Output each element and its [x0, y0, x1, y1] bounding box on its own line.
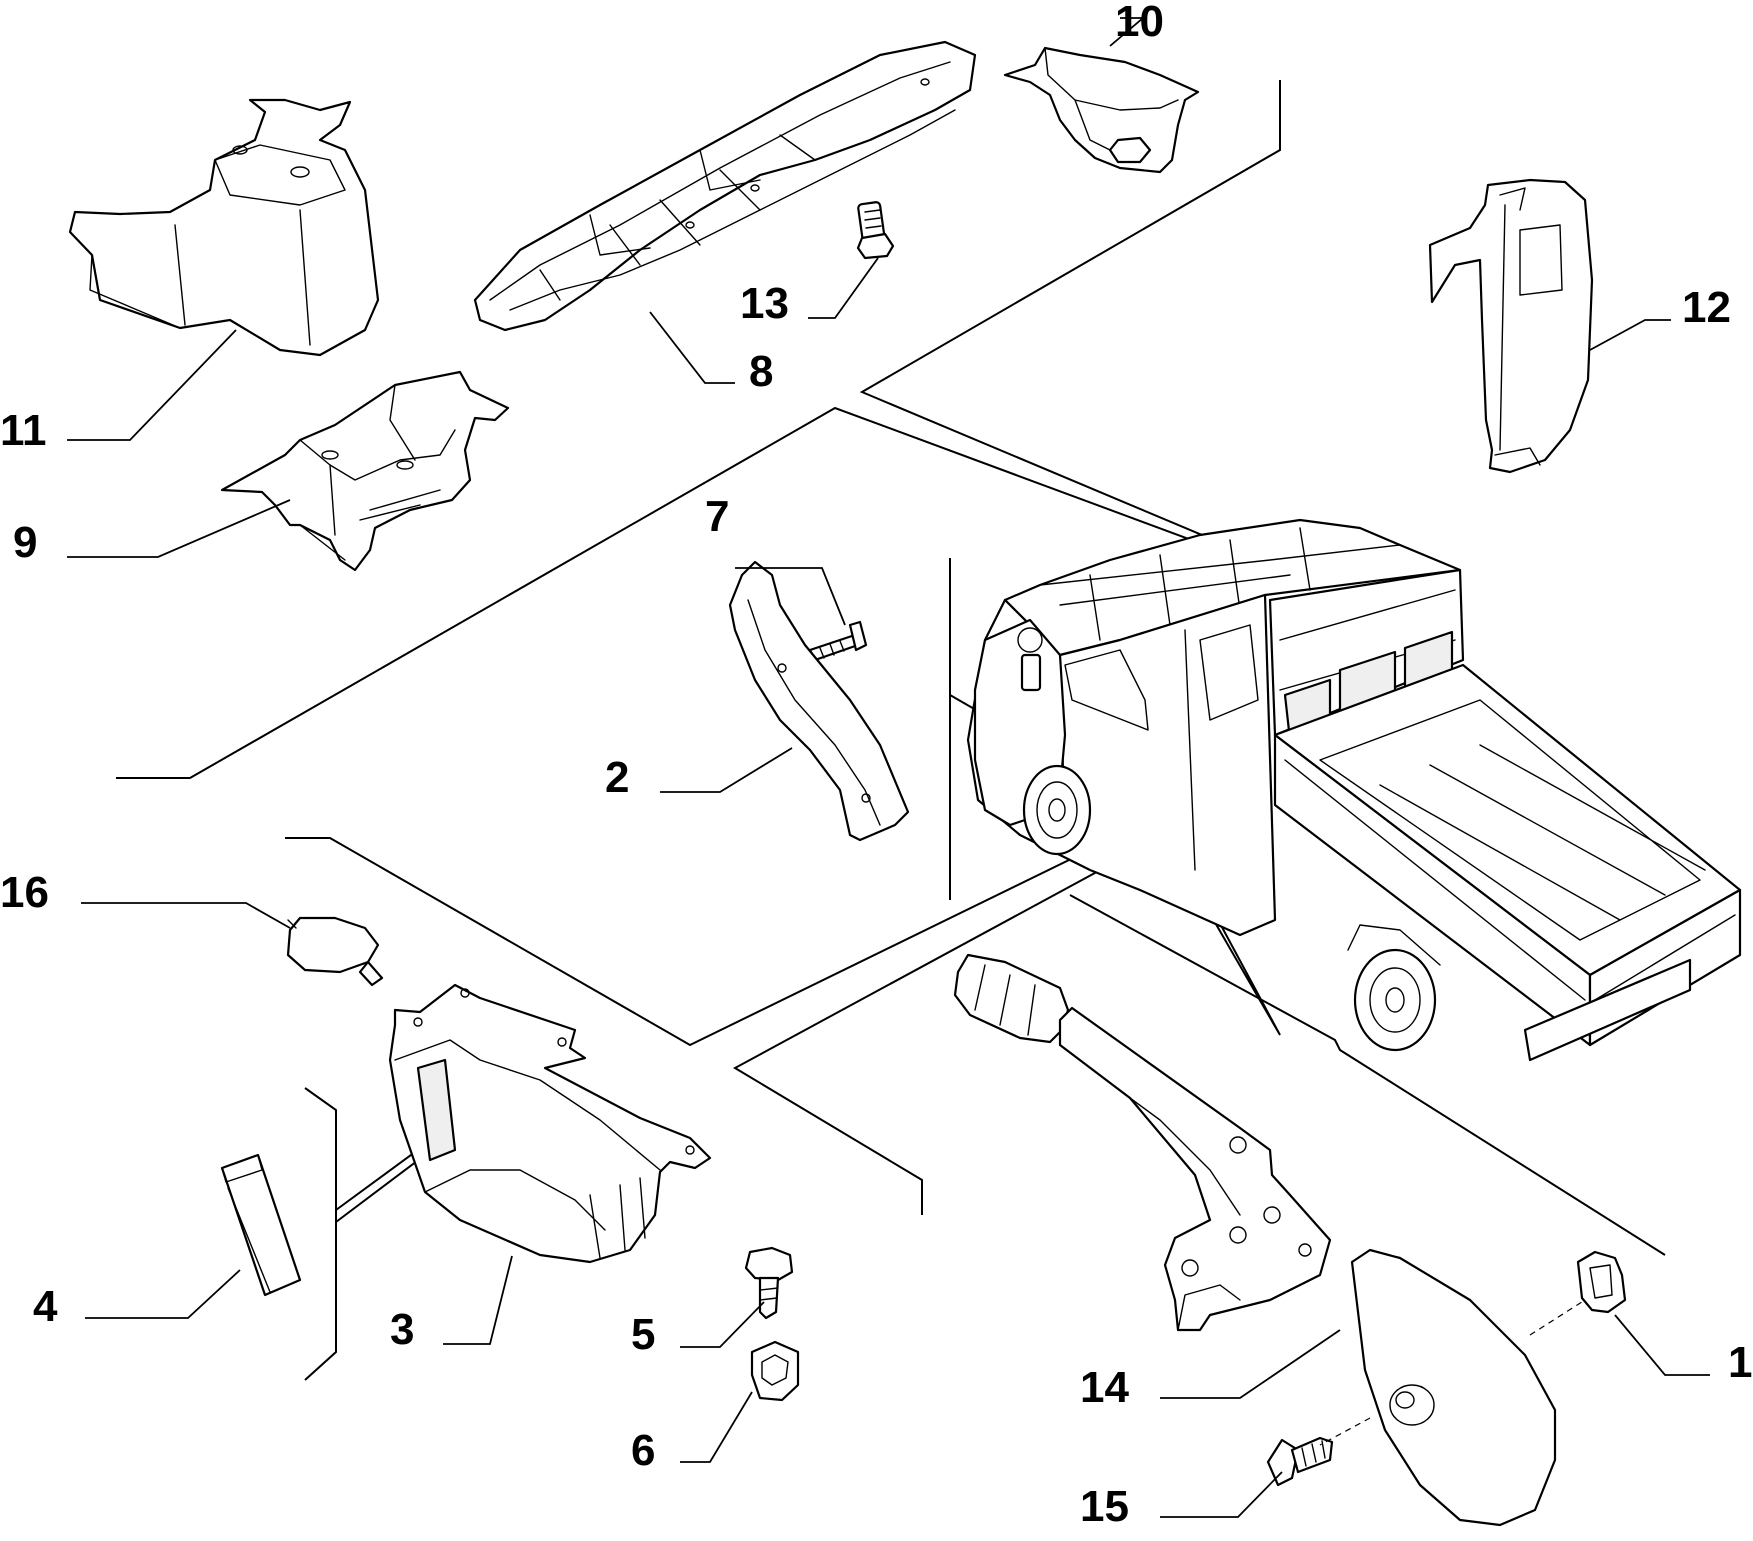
callout-14: 14: [1080, 1363, 1129, 1412]
part-11-bracket: [68, 98, 380, 357]
callout-10: 10: [1115, 0, 1164, 46]
callout-5: 5: [631, 1310, 655, 1359]
part-6-clip-nut: [750, 1340, 800, 1402]
part-4-pad: [220, 1153, 302, 1297]
callout-4: 4: [33, 1282, 58, 1331]
callout-13: 13: [740, 279, 789, 328]
part-10-bracket: [1003, 46, 1200, 174]
part-15-plug: [1266, 1436, 1334, 1487]
part-2-strap: [728, 560, 910, 842]
callout-15: 15: [1080, 1482, 1129, 1531]
callout-7: 7: [705, 492, 729, 541]
callout-11: 11: [0, 406, 47, 455]
callout-12: 12: [1682, 283, 1731, 332]
leader-lines: [67, 17, 1710, 1518]
assembly-axes: [1319, 1299, 1586, 1446]
part-3-bin: [388, 983, 712, 1264]
part-14-cover: [1350, 1248, 1557, 1527]
part-7-screw: [808, 620, 868, 662]
callout-9: 9: [13, 518, 37, 567]
part-1-clip: [1576, 1250, 1627, 1314]
callout-16: 16: [0, 868, 49, 917]
callout-8: 8: [749, 347, 773, 396]
callout-1: 1: [1728, 1338, 1752, 1387]
part-16-cap: [286, 916, 384, 987]
part-13-bolt: [856, 201, 895, 260]
callout-6: 6: [631, 1426, 655, 1475]
part-8-tray: [473, 40, 977, 332]
part-9-bracket: [220, 370, 510, 572]
part-14-handbrake-lever: [953, 953, 1332, 1332]
callout-3: 3: [390, 1305, 414, 1354]
part-5-push-pin: [744, 1246, 794, 1320]
vehicle-pickup-truck: [966, 518, 1742, 1062]
callout-2: 2: [605, 753, 629, 802]
part-12-pillar-trim: [1428, 178, 1594, 474]
